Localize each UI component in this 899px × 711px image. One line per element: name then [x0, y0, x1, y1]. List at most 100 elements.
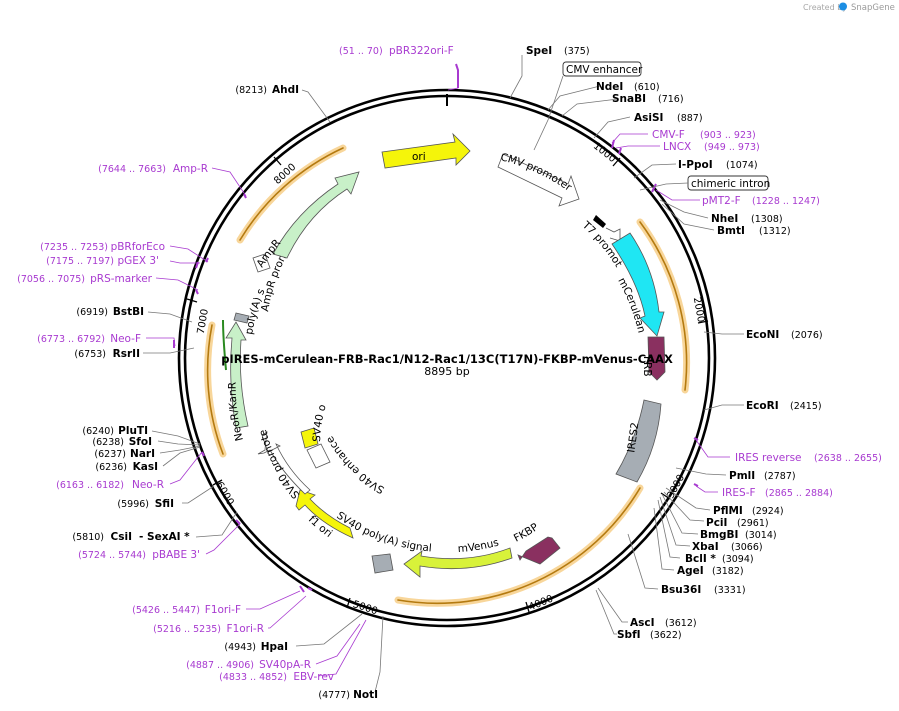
enzyme-xbai: XbaI: [692, 541, 719, 553]
tick-2000: [697, 320, 709, 324]
enzyme-sfii: SfiI: [155, 498, 174, 510]
primer-cmv-f-pos: (903 .. 923): [700, 130, 756, 141]
primer-labels: pBR322ori-F (51 .. 70) CMV-F (903 .. 923…: [17, 45, 882, 683]
primer-ebv-rev-pos: (4833 .. 4852): [219, 672, 287, 683]
enzyme-rsrii-pos: (6753): [74, 349, 106, 360]
tick-label-7000: 7000: [196, 308, 211, 335]
neor-orf-line: [222, 319, 227, 371]
mvenus-arrow: [403, 547, 513, 578]
enzyme-sfoi-pos: (6238): [92, 437, 124, 448]
enzyme-nari: NarI: [130, 448, 155, 460]
ori-label: ori: [412, 151, 426, 163]
fkbp-label: FKBP: [512, 521, 541, 545]
enzyme-bmti: BmtI: [717, 225, 745, 237]
enzyme-bsu36i: Bsu36I: [661, 584, 701, 596]
enzyme-csii-pos: (5810): [72, 532, 104, 543]
cmv-promoter-arrow: [497, 153, 580, 207]
enzyme-nhei: NheI: [711, 213, 738, 225]
primer-pmt2-f: pMT2-F: [702, 195, 741, 207]
t7-promoter-mark: [593, 215, 606, 228]
enzyme-bcli-pos: (3094): [722, 554, 754, 565]
backbone-outer-ring: [177, 88, 717, 628]
enzyme-bstbi: BstBI: [113, 306, 144, 318]
primer-neo-f: Neo-F: [110, 333, 141, 345]
enzyme-hpai: HpaI: [261, 641, 288, 653]
mcerulean-arrow: [611, 232, 665, 337]
ampr-promoter-box: [252, 253, 271, 273]
enzyme-bsu36i-pos: (3331): [714, 585, 746, 596]
enzyme-ecori-pos: (2415): [790, 401, 822, 412]
primer-sv40pa-r: SV40pA-R: [259, 659, 311, 671]
cmv-enhancer-leader: [533, 75, 564, 151]
sv40-promoter-arrow: [257, 431, 311, 495]
enzyme-i-ppoi: I-PpoI: [678, 159, 713, 171]
sv40-enhancer-box: [306, 443, 331, 469]
enzyme-asisi-pos: (887): [677, 113, 703, 124]
primer-amp-r: Amp-R: [173, 163, 208, 175]
tick-label-5000: 5000: [351, 599, 379, 617]
primer-neo-r: Neo-R: [132, 479, 164, 491]
tick-5000: [346, 597, 351, 609]
enzyme-bmti-pos: (1312): [759, 226, 791, 237]
primer-ires-reverse-pos: (2638 .. 2655): [814, 453, 882, 464]
ires2-label: IRES2: [625, 422, 641, 454]
tick-label-3000: 3000: [665, 473, 687, 501]
primer-prs-marker: pRS-marker: [90, 273, 153, 285]
primer-ebv-rev: EBV-rev: [293, 671, 334, 683]
snapgene-brand: SnapGene: [851, 3, 895, 13]
primer-cmv-f: CMV-F: [652, 129, 685, 141]
tick-3000: [660, 492, 671, 500]
primer-pbabe-3-pos: (5724 .. 5744): [78, 550, 146, 561]
enzyme-agei: AgeI: [677, 565, 704, 577]
primer-leaders: [146, 78, 730, 677]
tick-1000: [612, 157, 621, 167]
enzyme-ahdi: AhdI: [272, 84, 299, 96]
ires2-arrow: [615, 399, 662, 483]
enzyme-bmgbi: BmgBI: [700, 529, 738, 541]
enzyme-hpai-pos: (4943): [224, 642, 256, 653]
enzyme-kasi: KasI: [133, 461, 158, 473]
primer-ires-f-pos: (2865 .. 2884): [765, 488, 833, 499]
enzyme-pluti-pos: (6240): [82, 426, 114, 437]
enzyme-agei-pos: (3182): [712, 566, 744, 577]
primer-f1ori-r-pos: (5216 .. 5235): [153, 624, 221, 635]
polya-signal-box: [233, 312, 250, 324]
t7-promoter-arrow: [605, 227, 621, 242]
primer-neo-f-pos: (6773 .. 6792): [37, 334, 105, 345]
enzyme-pluti: PluTI: [118, 425, 148, 437]
enzyme-pflmi: PflMI: [713, 505, 743, 517]
tick-4000: [525, 601, 530, 613]
enzyme-pflmi-pos: (2924): [752, 506, 784, 517]
primer-pgex-3: pGEX 3': [117, 255, 159, 267]
enzyme-sbfi: SbfI: [617, 629, 641, 641]
enzyme-asci-pos: (3612): [665, 618, 697, 629]
primer-lncx: LNCX: [663, 141, 691, 153]
primer-lncx-pos: (949 .. 973): [704, 142, 760, 153]
sv40-ori-label: SV40 ori: [0, 0, 329, 442]
primer-amp-r-pos: (7644 .. 7663): [98, 164, 166, 175]
enzyme-ecori: EcoRI: [746, 400, 779, 412]
tick-7000: [186, 298, 198, 303]
enzyme-asisi: AsiSI: [634, 112, 663, 124]
primer-f1ori-r: F1ori-R: [227, 623, 264, 635]
chimeric-intron-leader: [639, 182, 689, 191]
enzyme-bcli: BclI *: [685, 553, 716, 565]
enzyme-sbfi-pos: (3622): [650, 630, 682, 641]
enzyme-xbai-pos: (3066): [731, 542, 763, 553]
enzyme-sexai: - SexAI *: [139, 531, 190, 543]
tick-6000: [212, 479, 223, 486]
enzyme-pcii-pos: (2961): [737, 518, 769, 529]
enzyme-bmgbi-pos: (3014): [745, 530, 777, 541]
plasmid-name: pIRES-mCerulean-FRB-Rac1/N12-Rac1/13C(T1…: [221, 352, 673, 366]
enzyme-econi: EcoNI: [746, 329, 779, 341]
enzyme-econi-pos: (2076): [791, 330, 823, 341]
primer-pmt2-f-pos: (1228 .. 1247): [752, 196, 820, 207]
enzyme-labels-left: NotI (4777) HpaI (4943) CsiI (5810) - Se…: [72, 84, 378, 701]
enzyme-nari-pos: (6237): [94, 449, 126, 460]
orf-arcs: [204, 144, 691, 607]
enzyme-pmli: PmlI: [729, 470, 755, 482]
primer-f1ori-f-pos: (5426 .. 5447): [132, 605, 200, 616]
enzyme-pmli-pos: (2787): [764, 471, 796, 482]
primer-prs-marker-pos: (7056 .. 7075): [17, 274, 85, 285]
enzyme-rsrii: RsrII: [113, 348, 140, 360]
